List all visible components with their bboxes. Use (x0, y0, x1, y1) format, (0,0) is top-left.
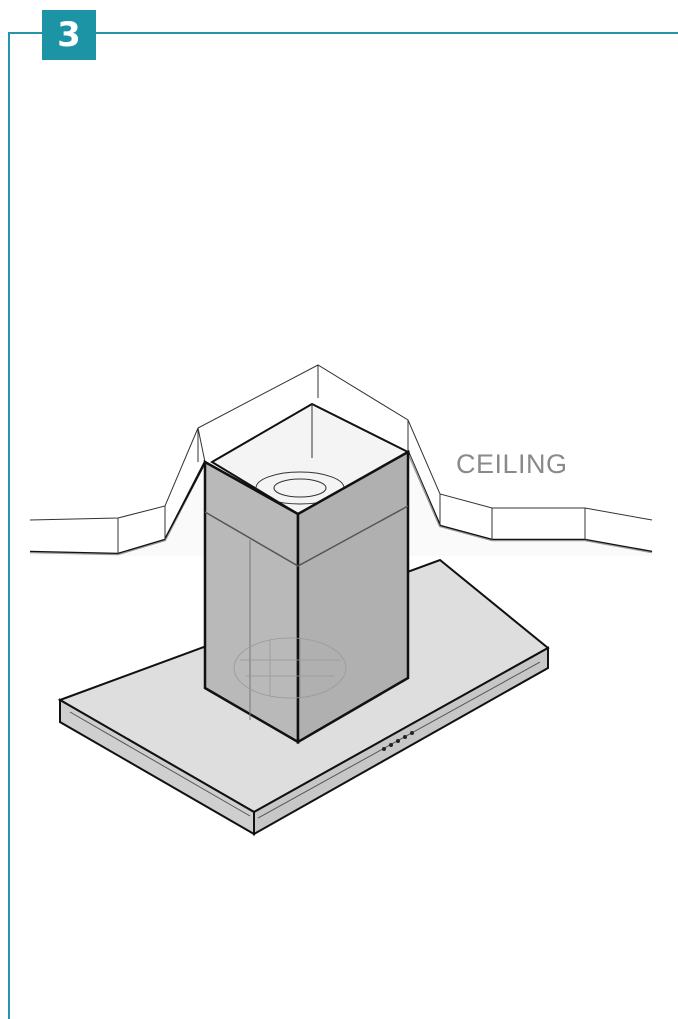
control-buttons (382, 731, 414, 751)
chimney (203, 402, 411, 745)
ceiling-label: CEILING (456, 449, 568, 479)
ceiling-outline (29, 364, 653, 521)
frame-left-border (8, 32, 10, 1019)
ceiling-face-lines (117, 427, 586, 554)
step-number-badge: 3 (42, 10, 96, 60)
frame-top-border (8, 32, 678, 34)
filter-grid (233, 637, 347, 699)
